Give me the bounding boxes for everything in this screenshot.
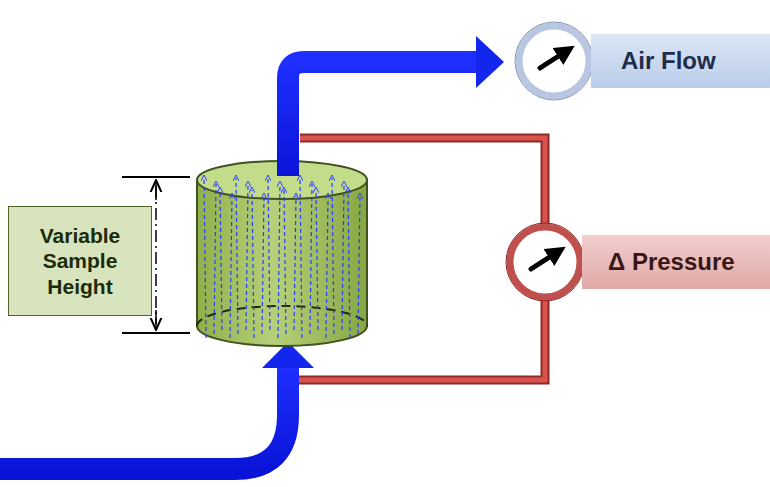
pressure-label-band: Δ Pressure [582,235,770,289]
flow-streamline [278,184,280,338]
flow-streamline [230,196,232,338]
flow-streamline [268,178,270,330]
inlet-pipe [0,368,288,469]
outlet-pipe [288,62,478,176]
flow-streamline [310,184,312,334]
flow-streamline [316,190,318,330]
flow-label-band: Air Flow [591,34,770,88]
flow-streamline [332,178,334,334]
outlet-arrowhead [476,36,504,88]
flow-streamline [262,196,264,334]
label-box: Variable Sample Height [8,206,152,316]
flow-streamline [204,178,206,338]
flow-streamline [220,190,222,330]
flow-streamline [342,184,344,330]
flow-streamline [358,196,360,334]
flow-streamlines [204,178,360,338]
flow-streamline [300,178,302,338]
flow-streamline [284,190,286,334]
flow-streamline [252,190,254,338]
flow-streamline [348,190,350,338]
pressure-gauge [506,223,584,301]
flow-streamline [294,196,296,330]
flow-gauge [515,22,593,100]
flow-streamline [246,184,248,330]
node-label: Air Flow [621,47,716,76]
sample-cylinder [197,161,367,346]
flow-streamline [236,178,238,334]
flow-streamline [214,184,216,334]
flow-streamline [326,196,328,338]
node-label: Variable Sample Height [15,223,145,299]
node-label: Δ Pressure [608,248,735,277]
